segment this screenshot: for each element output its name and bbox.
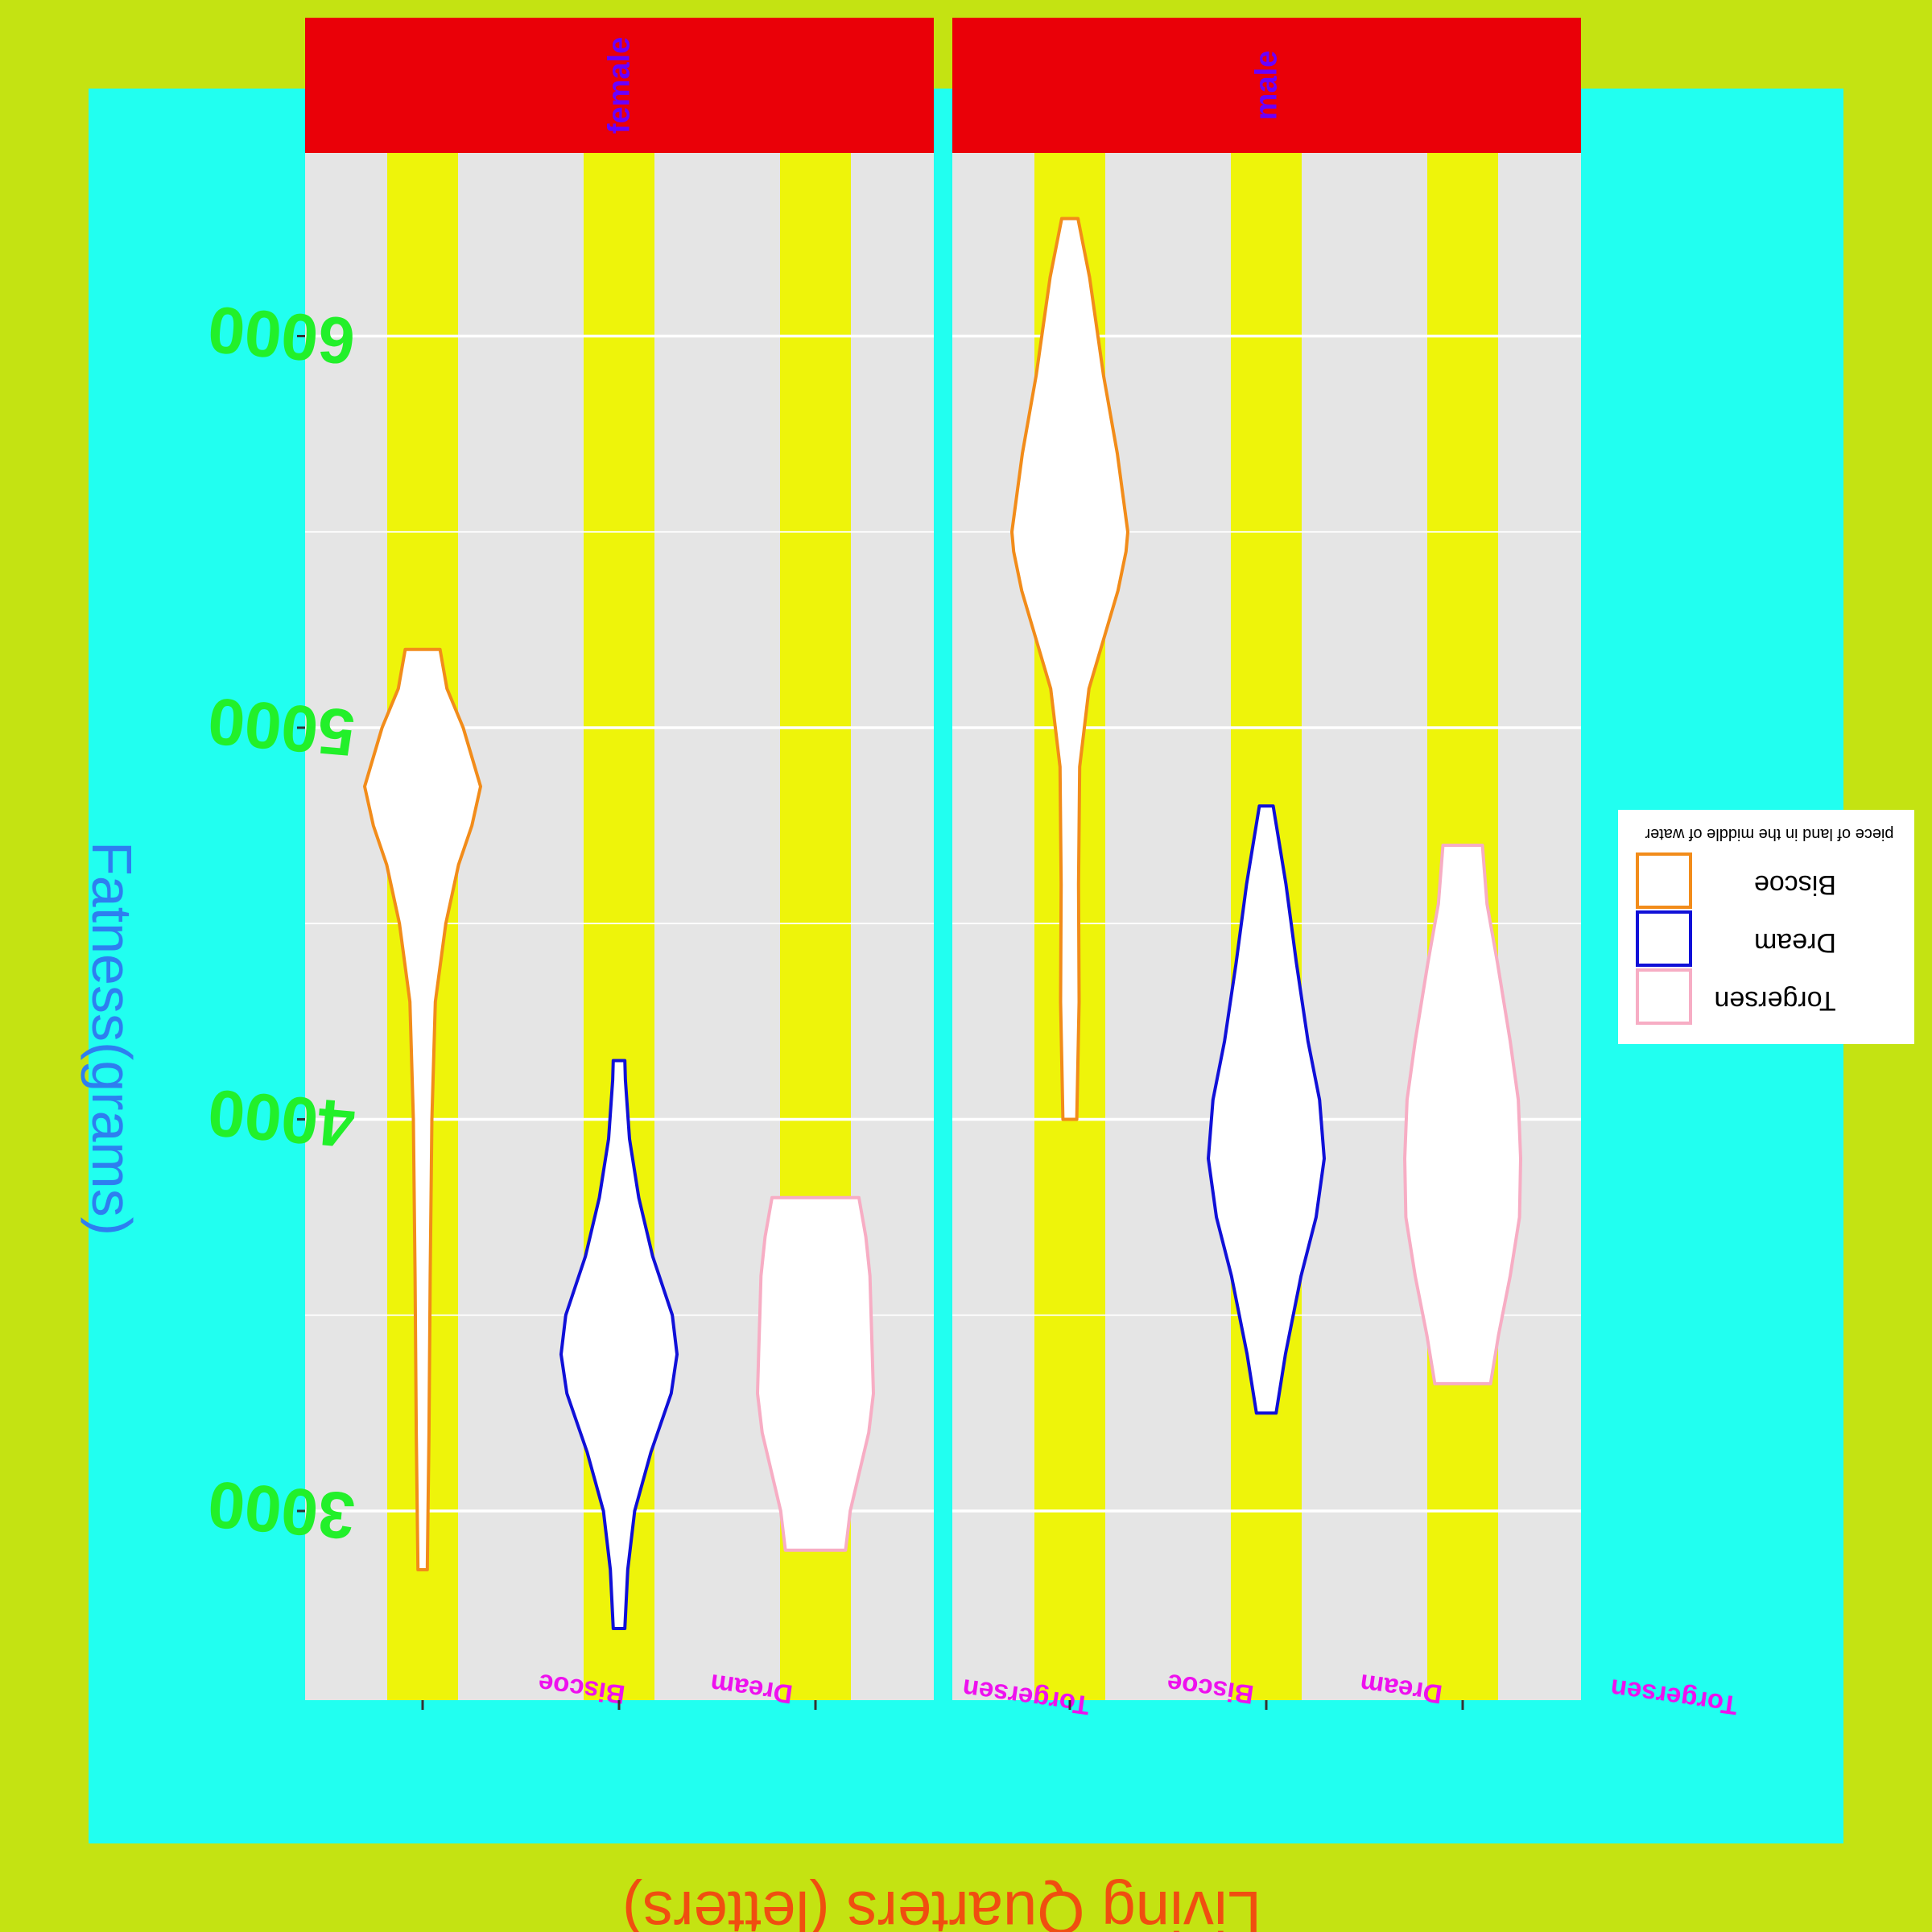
legend-key-torgersen	[1636, 968, 1692, 1025]
y-tick-label: 5000	[205, 683, 358, 770]
legend-title: piece of land in the middle of water	[1645, 825, 1893, 843]
violin-male-dream	[1207, 804, 1326, 1415]
legend-label-torgersen: Torgersen	[1714, 985, 1835, 1016]
x-axis-title: Living Quarters (letters)	[622, 1878, 1261, 1932]
facet-strip-label: male	[1250, 51, 1284, 121]
violin-female-biscoe	[363, 647, 482, 1571]
legend-key-dream	[1636, 910, 1692, 967]
legend: piece of land in the middle of water Bis…	[1618, 810, 1914, 1044]
violin-male-biscoe	[1010, 217, 1129, 1121]
violin-female-dream	[559, 1059, 679, 1630]
y-axis-title: Fatness(grams)	[80, 841, 143, 1236]
violin-female-torgersen	[756, 1195, 875, 1552]
facet-panels: female male	[305, 18, 1581, 1700]
legend-label-dream: Dream	[1754, 927, 1836, 958]
facet-strip	[305, 18, 934, 153]
violin-male-torgersen	[1403, 844, 1522, 1385]
y-tick-label: 3000	[205, 1467, 358, 1553]
facet-strip	[952, 18, 1581, 153]
y-axis: 3000 4000 5000 6000	[205, 292, 358, 1553]
legend-key-biscoe	[1636, 852, 1692, 909]
y-tick-label: 6000	[205, 292, 358, 378]
facet-strip-label: female	[603, 37, 637, 134]
legend-label-biscoe: Biscoe	[1754, 869, 1836, 900]
y-tick-label: 4000	[205, 1075, 358, 1162]
